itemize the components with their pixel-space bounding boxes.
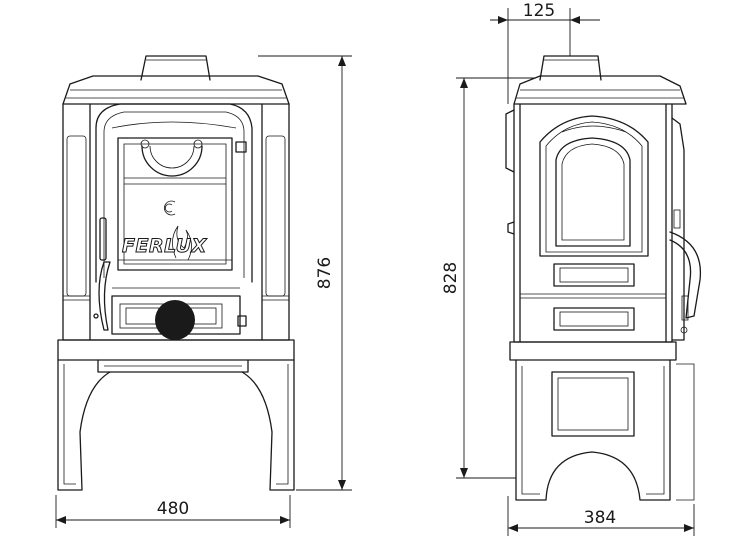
door-handle [98,261,111,331]
top-plate-side [513,75,687,105]
brand-logo: FERLUX [122,235,208,257]
ash-drawer [111,295,241,335]
door-glass [117,137,233,271]
front-view: FERLUX [57,55,295,491]
flue-collar-side [539,55,602,81]
door-hinge-bottom [237,315,247,327]
dimension-lines: 480 876 125 828 384 [55,1,695,536]
dim-front-width: 480 [157,499,189,519]
dim-flue-offset: 125 [523,1,555,21]
logo-symbol-icon [163,200,176,216]
side-view [505,55,702,501]
base-plinth-side [509,341,677,361]
flue-collar-front [140,55,211,81]
air-control-knob [155,300,195,340]
rear-air-pipe [669,231,702,319]
rear-hinge-assembly [671,117,685,341]
door-hinge-top [235,141,247,153]
rear-outlet-box [676,363,695,501]
dim-front-height: 876 [315,257,335,289]
dim-side-depth: 384 [584,508,616,528]
door-hinge-left [99,217,107,261]
side-panel [539,115,649,257]
side-window [555,137,631,247]
dim-side-height: 828 [441,262,461,294]
base-pedestal [515,359,671,501]
leg-right [241,359,295,491]
base-plinth-front [57,339,295,361]
front-door [95,103,253,283]
leg-left [57,359,111,491]
air-vent-arc [141,145,203,177]
flame-icon [172,225,192,261]
